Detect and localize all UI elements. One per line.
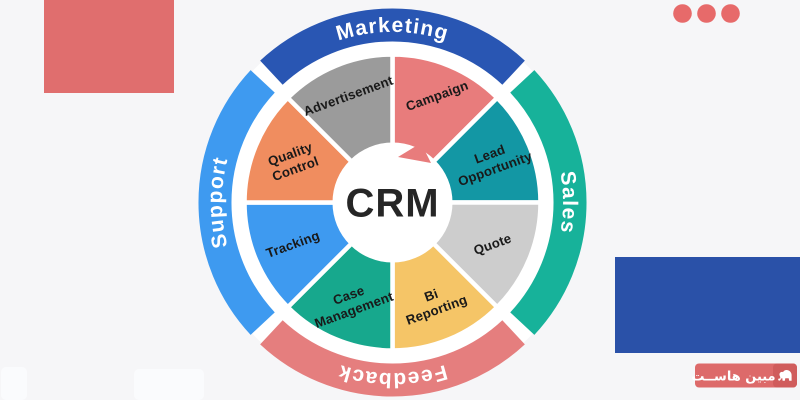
decor-dots xyxy=(673,4,740,23)
logo-text: مبین هاســت xyxy=(691,370,775,385)
dot-icon xyxy=(673,4,692,23)
logo-badge-background xyxy=(695,363,797,388)
center-circle xyxy=(332,142,453,263)
dot-icon xyxy=(697,4,716,23)
ring-arc-support xyxy=(198,70,275,335)
dot-icon xyxy=(721,4,740,23)
ring-label-sales: Sales xyxy=(556,170,582,236)
ring-arc-feedback xyxy=(260,320,525,397)
decor-panel xyxy=(615,257,800,353)
ring-arc-marketing xyxy=(260,8,525,85)
pointer-triangle-icon xyxy=(398,143,431,163)
decor-faint-card xyxy=(1,367,27,400)
logo-badge: مبین هاســت xyxy=(691,363,797,388)
decor-faint-card xyxy=(134,369,204,400)
elephant-icon xyxy=(778,369,792,381)
ring-arc-sales xyxy=(510,70,587,335)
crm-title: CRM xyxy=(345,182,439,226)
outer-ring xyxy=(198,8,587,397)
decor-square xyxy=(44,0,174,93)
svg-text:Bi: Bi xyxy=(422,286,440,305)
